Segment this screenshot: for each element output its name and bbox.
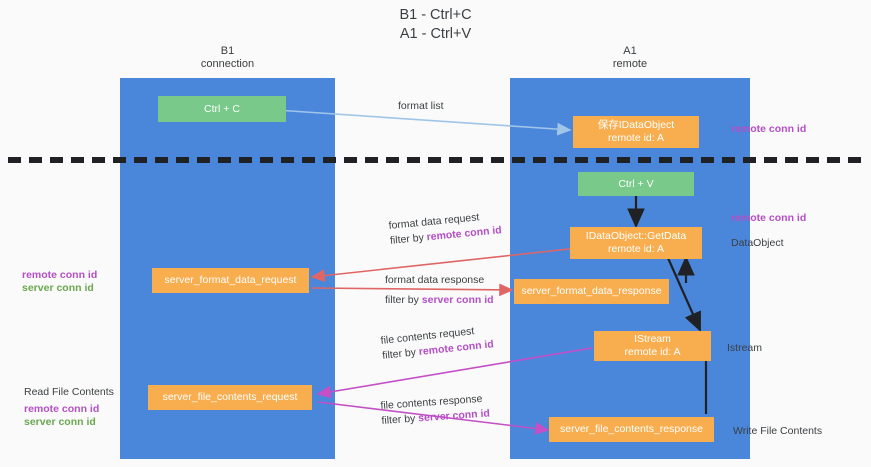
annotation-left-read-file-contents: Read File Contents (24, 386, 114, 398)
node-istream[interactable]: IStream remote id: A (594, 331, 711, 361)
node-server-format-data-response-label: server_format_data_response (521, 285, 662, 297)
node-server-file-contents-response-label: server_file_contents_response (559, 423, 703, 435)
node-getdata-line1: IDataObject::GetData (585, 230, 687, 242)
edge-label-format-data-request: format data request filter by remote con… (388, 211, 503, 247)
node-ctrl-c[interactable]: Ctrl + C (158, 96, 286, 122)
column-header-a1: A1 remote (510, 45, 750, 71)
node-server-format-data-request[interactable]: server_format_data_request (152, 268, 309, 293)
node-ctrl-v-label: Ctrl + V (618, 177, 654, 190)
page-title: B1 - Ctrl+C A1 - Ctrl+V (0, 6, 871, 44)
node-server-format-data-response[interactable]: server_format_data_response (514, 279, 669, 304)
node-server-file-contents-response[interactable]: server_file_contents_response (549, 417, 714, 442)
edge-label-file-contents-response: file contents response filter by server … (380, 392, 491, 427)
node-server-file-contents-request-label: server_file_contents_request (162, 391, 298, 403)
annotation-right-dataobject: DataObject (731, 237, 784, 249)
node-save-dataobject-line2: remote id: A (607, 132, 665, 144)
title-line-1: B1 - Ctrl+C (399, 7, 472, 23)
phase-divider (8, 157, 863, 163)
column-subtitle-a1: remote (612, 58, 648, 70)
edge-label-format-data-response: format data response filter by server co… (385, 274, 494, 306)
node-istream-line2: remote id: A (624, 346, 681, 358)
annotation-right-istream: Istream (727, 342, 763, 354)
annotation-right-write-file-contents: Write File Contents (733, 425, 823, 437)
column-title-b1: B1 (220, 45, 235, 57)
annotation-right-top-remote-conn-id: remote conn id (731, 123, 807, 135)
node-server-format-data-request-label: server_format_data_request (164, 274, 297, 286)
node-istream-line1: IStream (634, 333, 671, 345)
node-getdata-line2: remote id: A (607, 243, 665, 255)
node-server-file-contents-request[interactable]: server_file_contents_request (148, 385, 312, 410)
node-idataobject-getdata[interactable]: IDataObject::GetData remote id: A (570, 227, 702, 259)
annotation-left-mid-server-conn-id: server conn id (22, 282, 94, 294)
node-save-dataobject-line1: 保存IDataObject (597, 119, 675, 131)
annotation-left-bottom-remote-conn-id: remote conn id (24, 403, 100, 415)
annotation-left-mid-remote-conn-id: remote conn id (22, 269, 98, 281)
edge-label-format-list: format list (398, 100, 444, 112)
column-header-b1: B1 connection (120, 45, 335, 71)
column-title-a1: A1 (623, 45, 637, 57)
annotation-left-bottom-server-conn-id: server conn id (24, 416, 96, 428)
node-ctrl-c-label: Ctrl + C (204, 102, 240, 115)
node-ctrl-v[interactable]: Ctrl + V (578, 172, 694, 196)
edge-label-file-contents-request: file contents request filter by remote c… (380, 325, 495, 362)
node-save-dataobject[interactable]: 保存IDataObject remote id: A (573, 116, 699, 148)
edge-label-format-data-response-filter: filter by server conn id (385, 294, 494, 306)
column-subtitle-b1: connection (200, 58, 255, 70)
annotation-right-mid-remote-conn-id: remote conn id (731, 212, 807, 224)
title-line-2: A1 - Ctrl+V (399, 26, 472, 42)
